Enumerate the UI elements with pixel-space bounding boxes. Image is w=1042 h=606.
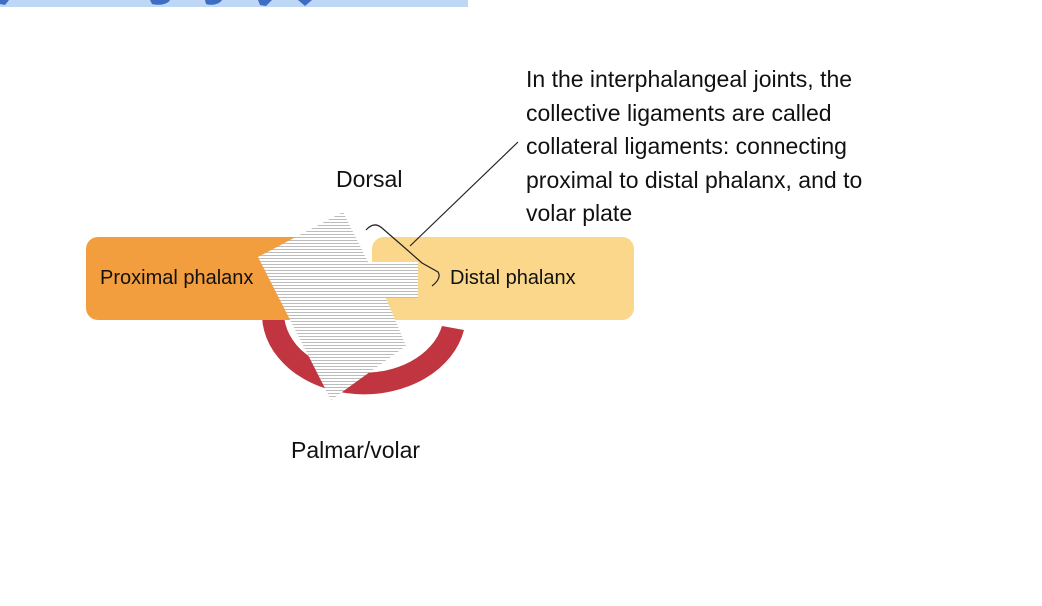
collateral-ligament <box>258 212 418 400</box>
header-bar <box>0 0 468 7</box>
annotation-line: In the interphalangeal joints, the <box>526 66 853 92</box>
palmar-volar-label: Palmar/volar <box>291 437 421 463</box>
dorsal-label: Dorsal <box>336 166 403 192</box>
annotation-leader-line <box>409 141 519 247</box>
proximal-phalanx-label: Proximal phalanx <box>100 267 254 289</box>
annotation-line: volar plate <box>526 200 633 226</box>
distal-phalanx-label: Distal phalanx <box>450 267 576 289</box>
annotation-line: proximal to distal phalanx, and to <box>526 166 863 193</box>
distal-phalanx-bone <box>372 237 634 320</box>
annotation-line: collateral ligaments: connecting <box>526 133 847 159</box>
annotation-text: In the interphalangeal joints, the colle… <box>526 63 926 231</box>
volar-plate <box>262 314 464 395</box>
annotation-brace <box>365 224 440 287</box>
annotation-line: collective ligaments are called <box>526 99 832 126</box>
